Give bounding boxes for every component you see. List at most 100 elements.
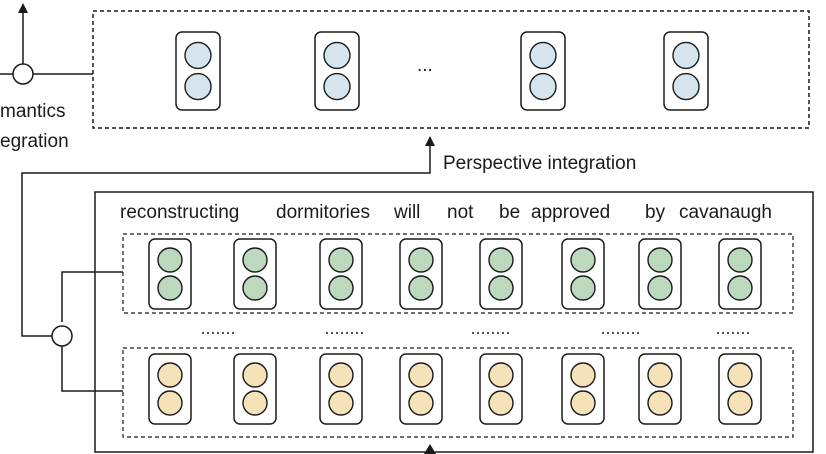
yellow-vectors — [148, 353, 762, 425]
vector-unit — [647, 275, 673, 301]
ellipsis-dot — [346, 332, 348, 334]
yellow-vector — [319, 353, 363, 425]
yellow-vector — [399, 353, 443, 425]
vector-unit — [328, 275, 354, 301]
vector-unit — [488, 390, 514, 416]
vector-unit — [408, 362, 434, 388]
vector-unit — [408, 390, 434, 416]
ellipsis-dot — [732, 332, 734, 334]
ellipsis-dot — [742, 332, 744, 334]
semantics-label-line2: egration — [0, 131, 69, 152]
integrated-vectors — [175, 31, 709, 111]
sentence-word: by — [645, 202, 666, 223]
vector-unit — [529, 72, 557, 101]
integrated-vectors-box — [92, 10, 810, 129]
vector-unit — [157, 275, 183, 301]
yellow-vector — [233, 353, 277, 425]
vector-unit — [727, 390, 753, 416]
green-vector — [399, 238, 443, 310]
vector-unit — [488, 247, 514, 273]
vector-unit — [647, 247, 673, 273]
vector-unit — [408, 247, 434, 273]
ellipsis-dot — [472, 332, 474, 334]
semantics-label-line1: mantics — [0, 101, 66, 122]
green-vector — [233, 238, 277, 310]
vector-unit — [157, 362, 183, 388]
vector-unit — [488, 275, 514, 301]
green-vector — [479, 238, 523, 310]
ellipsis-dot — [341, 332, 343, 334]
top-ellipsis: ... — [417, 55, 433, 76]
ellipsis-dot — [222, 332, 224, 334]
ellipsis-dot — [627, 332, 629, 334]
top-combiner — [0, 3, 93, 85]
integrated-vector — [175, 31, 221, 111]
vector-unit — [727, 362, 753, 388]
sentence-word: reconstructing — [120, 202, 240, 223]
ellipsis-dot — [227, 332, 229, 334]
ellipsis-dot — [632, 332, 634, 334]
ellipsis-dot — [492, 332, 494, 334]
vector-unit — [157, 390, 183, 416]
ellipsis-dot — [202, 332, 204, 334]
green-vector — [148, 238, 192, 310]
ellipsis-dot — [477, 332, 479, 334]
vector-unit — [570, 247, 596, 273]
ellipsis-dot — [717, 332, 719, 334]
ellipsis-dot — [507, 332, 509, 334]
bottom-combiner — [21, 136, 435, 392]
green-vector — [319, 238, 363, 310]
green-vectors — [148, 238, 762, 310]
vector-unit — [323, 72, 351, 101]
ellipsis-dot — [747, 332, 749, 334]
vector-unit — [242, 247, 268, 273]
ellipsis-dot — [351, 332, 353, 334]
ellipsis-dot — [497, 332, 499, 334]
yellow-perspective-box — [122, 347, 794, 438]
ellipsis-dot — [722, 332, 724, 334]
ellipsis-dot — [617, 332, 619, 334]
ellipsis-dot — [217, 332, 219, 334]
vector-unit — [242, 362, 268, 388]
sentence-word: approved — [531, 202, 611, 223]
ellipsis-dot — [212, 332, 214, 334]
ellipsis-dot — [502, 332, 504, 334]
ellipsis-dot — [737, 332, 739, 334]
yellow-vector — [479, 353, 523, 425]
vector-unit — [408, 275, 434, 301]
sentence-word: dormitories — [276, 202, 370, 223]
ellipsis-dot — [336, 332, 338, 334]
vector-unit — [727, 247, 753, 273]
ellipsis-dot — [331, 332, 333, 334]
vector-unit — [570, 275, 596, 301]
vector-unit — [672, 41, 700, 70]
sentence-word: be — [499, 202, 521, 223]
perspective-integration-label: Perspective integration — [443, 153, 637, 174]
vector-unit — [242, 275, 268, 301]
yellow-vector — [148, 353, 192, 425]
ellipsis-dot — [356, 332, 358, 334]
ellipsis-dot — [727, 332, 729, 334]
ellipsis-dot — [232, 332, 234, 334]
sentence-encoder-box — [94, 191, 814, 453]
ellipsis-dots — [202, 332, 749, 334]
ellipsis-dot — [637, 332, 639, 334]
vector-unit — [328, 362, 354, 388]
vector-unit — [184, 41, 212, 70]
ellipsis-dot — [207, 332, 209, 334]
ellipsis-dot — [622, 332, 624, 334]
vector-unit — [647, 362, 673, 388]
vector-unit — [727, 275, 753, 301]
vector-unit — [488, 362, 514, 388]
green-perspective-box — [122, 233, 794, 314]
green-vector — [718, 238, 762, 310]
yellow-vector — [561, 353, 605, 425]
vector-unit — [328, 247, 354, 273]
integrated-vector — [314, 31, 360, 111]
integrated-vector — [663, 31, 709, 111]
vector-unit — [328, 390, 354, 416]
vector-unit — [672, 72, 700, 101]
ellipsis-dot — [482, 332, 484, 334]
sentence-word: cavanaugh — [679, 202, 772, 223]
